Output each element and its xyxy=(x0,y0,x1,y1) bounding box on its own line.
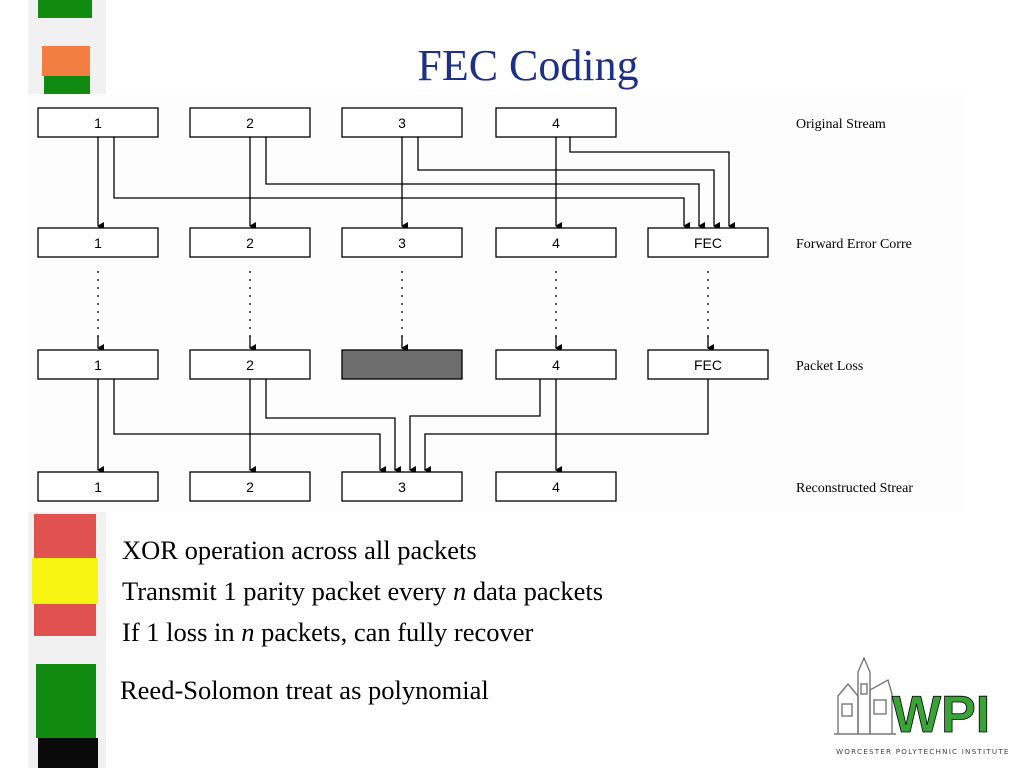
packet-label: 1 xyxy=(94,357,102,373)
connector xyxy=(265,137,705,230)
packet-label: 2 xyxy=(246,357,254,373)
row-label: Reconstructed Strear xyxy=(796,481,913,496)
bullet-xor: XOR operation across all packets xyxy=(122,535,477,565)
stripe-black xyxy=(38,738,98,768)
connector xyxy=(265,379,401,474)
packet-box xyxy=(189,227,311,258)
packet-label: 2 xyxy=(246,235,254,251)
row-label: Forward Error Corre xyxy=(796,237,912,252)
bullet-recover-pre: If 1 loss in xyxy=(122,617,242,647)
packet-label: 1 xyxy=(94,235,102,251)
logo-wordmark: WPI xyxy=(892,686,990,744)
bullet-recover-post: packets, can fully recover xyxy=(254,617,534,647)
connector xyxy=(417,137,720,230)
packet-box xyxy=(495,471,617,502)
packet-box xyxy=(341,107,463,138)
connector xyxy=(569,137,735,230)
stripe-green-bottom xyxy=(36,664,96,738)
stripe-orange xyxy=(42,46,90,76)
bullet-parity-post: data packets xyxy=(466,576,604,606)
bullet-parity: Transmit 1 parity packet every n data pa… xyxy=(122,571,603,612)
lost-packet-box xyxy=(341,349,463,380)
row-label: Original Stream xyxy=(796,117,886,132)
wpi-logo: WPI WORCESTER POLYTECHNIC INSTITUTE xyxy=(834,656,1010,756)
connector xyxy=(409,379,541,474)
packet-label: 4 xyxy=(552,479,560,495)
packet-label: 1 xyxy=(94,115,102,131)
packet-label: 4 xyxy=(552,357,560,373)
packet-box xyxy=(189,471,311,502)
packet-label: 1 xyxy=(94,479,102,495)
packet-box xyxy=(37,349,159,380)
packet-box xyxy=(495,107,617,138)
packet-box xyxy=(37,227,159,258)
packet-box xyxy=(647,349,769,380)
bullet-recover-var: n xyxy=(241,617,255,647)
bullet-parity-pre: Transmit 1 parity packet every xyxy=(122,576,453,606)
packet-box xyxy=(647,227,769,258)
packet-box xyxy=(341,471,463,502)
packet-label: 2 xyxy=(246,115,254,131)
packet-label: FEC xyxy=(694,357,722,373)
stripe-green xyxy=(44,76,90,94)
packet-box xyxy=(37,107,159,138)
bullet-list: XOR operation across all packets Transmi… xyxy=(122,530,603,653)
packet-box xyxy=(495,349,617,380)
slide-title: FEC Coding xyxy=(417,41,639,90)
packet-box xyxy=(341,227,463,258)
row-label: Packet Loss xyxy=(796,359,863,374)
bullet-recover: If 1 loss in n packets, can fully recove… xyxy=(122,612,603,653)
packet-box xyxy=(189,349,311,380)
packet-box xyxy=(189,107,311,138)
stripe-green-top xyxy=(38,0,92,18)
packet-label: FEC xyxy=(694,235,722,251)
stripe-yellow xyxy=(32,558,98,604)
packet-box xyxy=(495,227,617,258)
packet-label: 4 xyxy=(552,115,560,131)
bullet-parity-var: n xyxy=(452,576,467,606)
stripe-red-2 xyxy=(34,604,96,636)
packet-label: 4 xyxy=(552,235,560,251)
connector xyxy=(113,379,386,474)
logo-subtitle: WORCESTER POLYTECHNIC INSTITUTE xyxy=(836,747,1010,756)
packet-label: 3 xyxy=(398,235,406,251)
connector xyxy=(113,137,690,230)
connector xyxy=(424,379,709,474)
bullet-reed-solomon: Reed-Solomon treat as polynomial xyxy=(120,675,489,705)
packet-label: 3 xyxy=(398,115,406,131)
building-icon xyxy=(834,656,896,735)
stripe-red-1 xyxy=(34,514,96,558)
packet-label: 2 xyxy=(246,479,254,495)
packet-box xyxy=(37,471,159,502)
packet-label: 3 xyxy=(398,479,406,495)
